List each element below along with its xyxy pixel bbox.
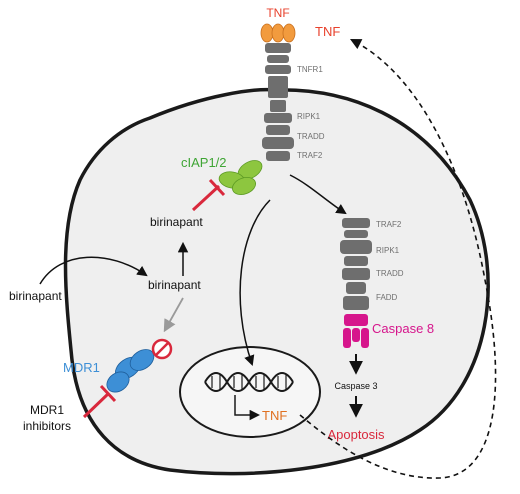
birinapant-entry-arrow xyxy=(39,256,148,285)
ripk1-right-label: RIPK1 xyxy=(376,246,400,255)
mdr1-inhibition-bar xyxy=(99,384,117,403)
apoptosis-label: Apoptosis xyxy=(327,427,385,442)
ripk1-top-label: RIPK1 xyxy=(297,112,321,121)
ciap-protein xyxy=(218,160,263,195)
birinapant-middle-label: birinapant xyxy=(148,278,201,292)
nucleus-arrow xyxy=(239,199,271,366)
tnf-gene-label: TNF xyxy=(262,408,287,423)
tnf-ligand xyxy=(260,23,296,43)
fadd-label: FADD xyxy=(376,293,398,302)
efflux-arrow xyxy=(163,297,184,333)
mdr1-pump-icon xyxy=(106,349,155,393)
mdr1-inhibition-line xyxy=(82,391,111,419)
tnf-top-label: TNF xyxy=(266,6,289,20)
caspase8-label: Caspase 8 xyxy=(372,321,434,336)
nucleus xyxy=(179,346,321,438)
mdr1-inhibitors-line1: MDR1 xyxy=(30,403,64,417)
tradd-right-label: TRADD xyxy=(376,269,404,278)
ciap-inhibition-bar xyxy=(208,178,226,197)
no-entry-icon xyxy=(151,338,173,360)
cell-body xyxy=(63,87,490,476)
caspase8-protein xyxy=(343,314,369,348)
traf2-top-label: TRAF2 xyxy=(297,151,323,160)
complex-i xyxy=(262,113,294,161)
traf2-right-label: TRAF2 xyxy=(376,220,402,229)
ciap-inhibition-line xyxy=(191,184,221,212)
complex-ii-arrow xyxy=(289,174,347,215)
birinapant-upper-label: birinapant xyxy=(150,215,203,229)
transcription-arrow xyxy=(234,395,261,421)
ciap-label: cIAP1/2 xyxy=(181,155,227,170)
caspase3-label: Caspase 3 xyxy=(334,381,377,391)
dna-helix-icon xyxy=(204,372,294,392)
tnfr1-receptor xyxy=(265,43,291,112)
complex-ii xyxy=(340,218,372,310)
mdr1-label: MDR1 xyxy=(63,360,100,375)
tradd-top-label: TRADD xyxy=(297,132,325,141)
tnf-secreted-label: TNF xyxy=(315,24,340,39)
mdr1-inhibitors-line2: inhibitors xyxy=(23,419,71,433)
tnfr1-label: TNFR1 xyxy=(297,65,323,74)
tnf-secretion-loop xyxy=(299,38,497,479)
birinapant-outside-label: birinapant xyxy=(9,289,62,303)
